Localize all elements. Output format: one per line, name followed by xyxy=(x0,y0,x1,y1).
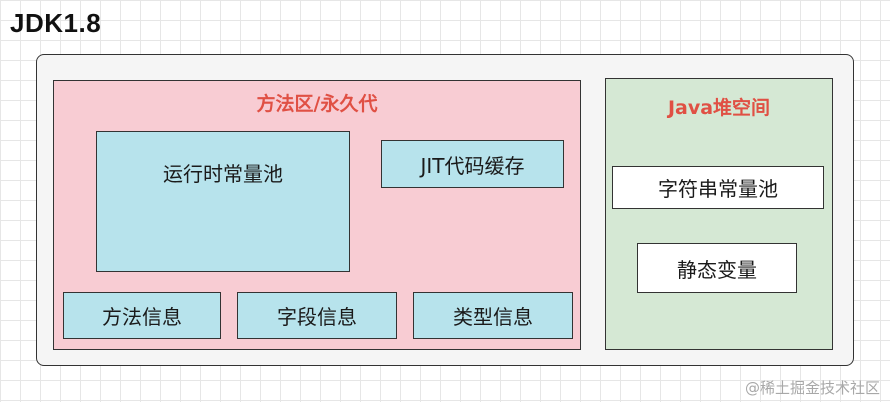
jit-code-cache-box: JIT代码缓存 xyxy=(381,140,564,188)
diagram-title: JDK1.8 xyxy=(10,8,102,38)
watermark-text: @稀土掘金技术社区 xyxy=(744,379,880,397)
method-info-box: 方法信息 xyxy=(63,292,221,339)
method-area-title: 方法区/永久代 xyxy=(256,93,378,115)
runtime-constant-pool-box: 运行时常量池 xyxy=(96,131,350,272)
type-info-box: 类型信息 xyxy=(413,292,573,339)
string-constant-pool-box: 字符串常量池 xyxy=(612,166,824,209)
java-heap-title: Java堆空间 xyxy=(667,97,771,119)
java-heap-region: Java堆空间 xyxy=(605,78,833,350)
static-variables-box: 静态变量 xyxy=(637,243,797,293)
field-info-box: 字段信息 xyxy=(237,292,397,339)
